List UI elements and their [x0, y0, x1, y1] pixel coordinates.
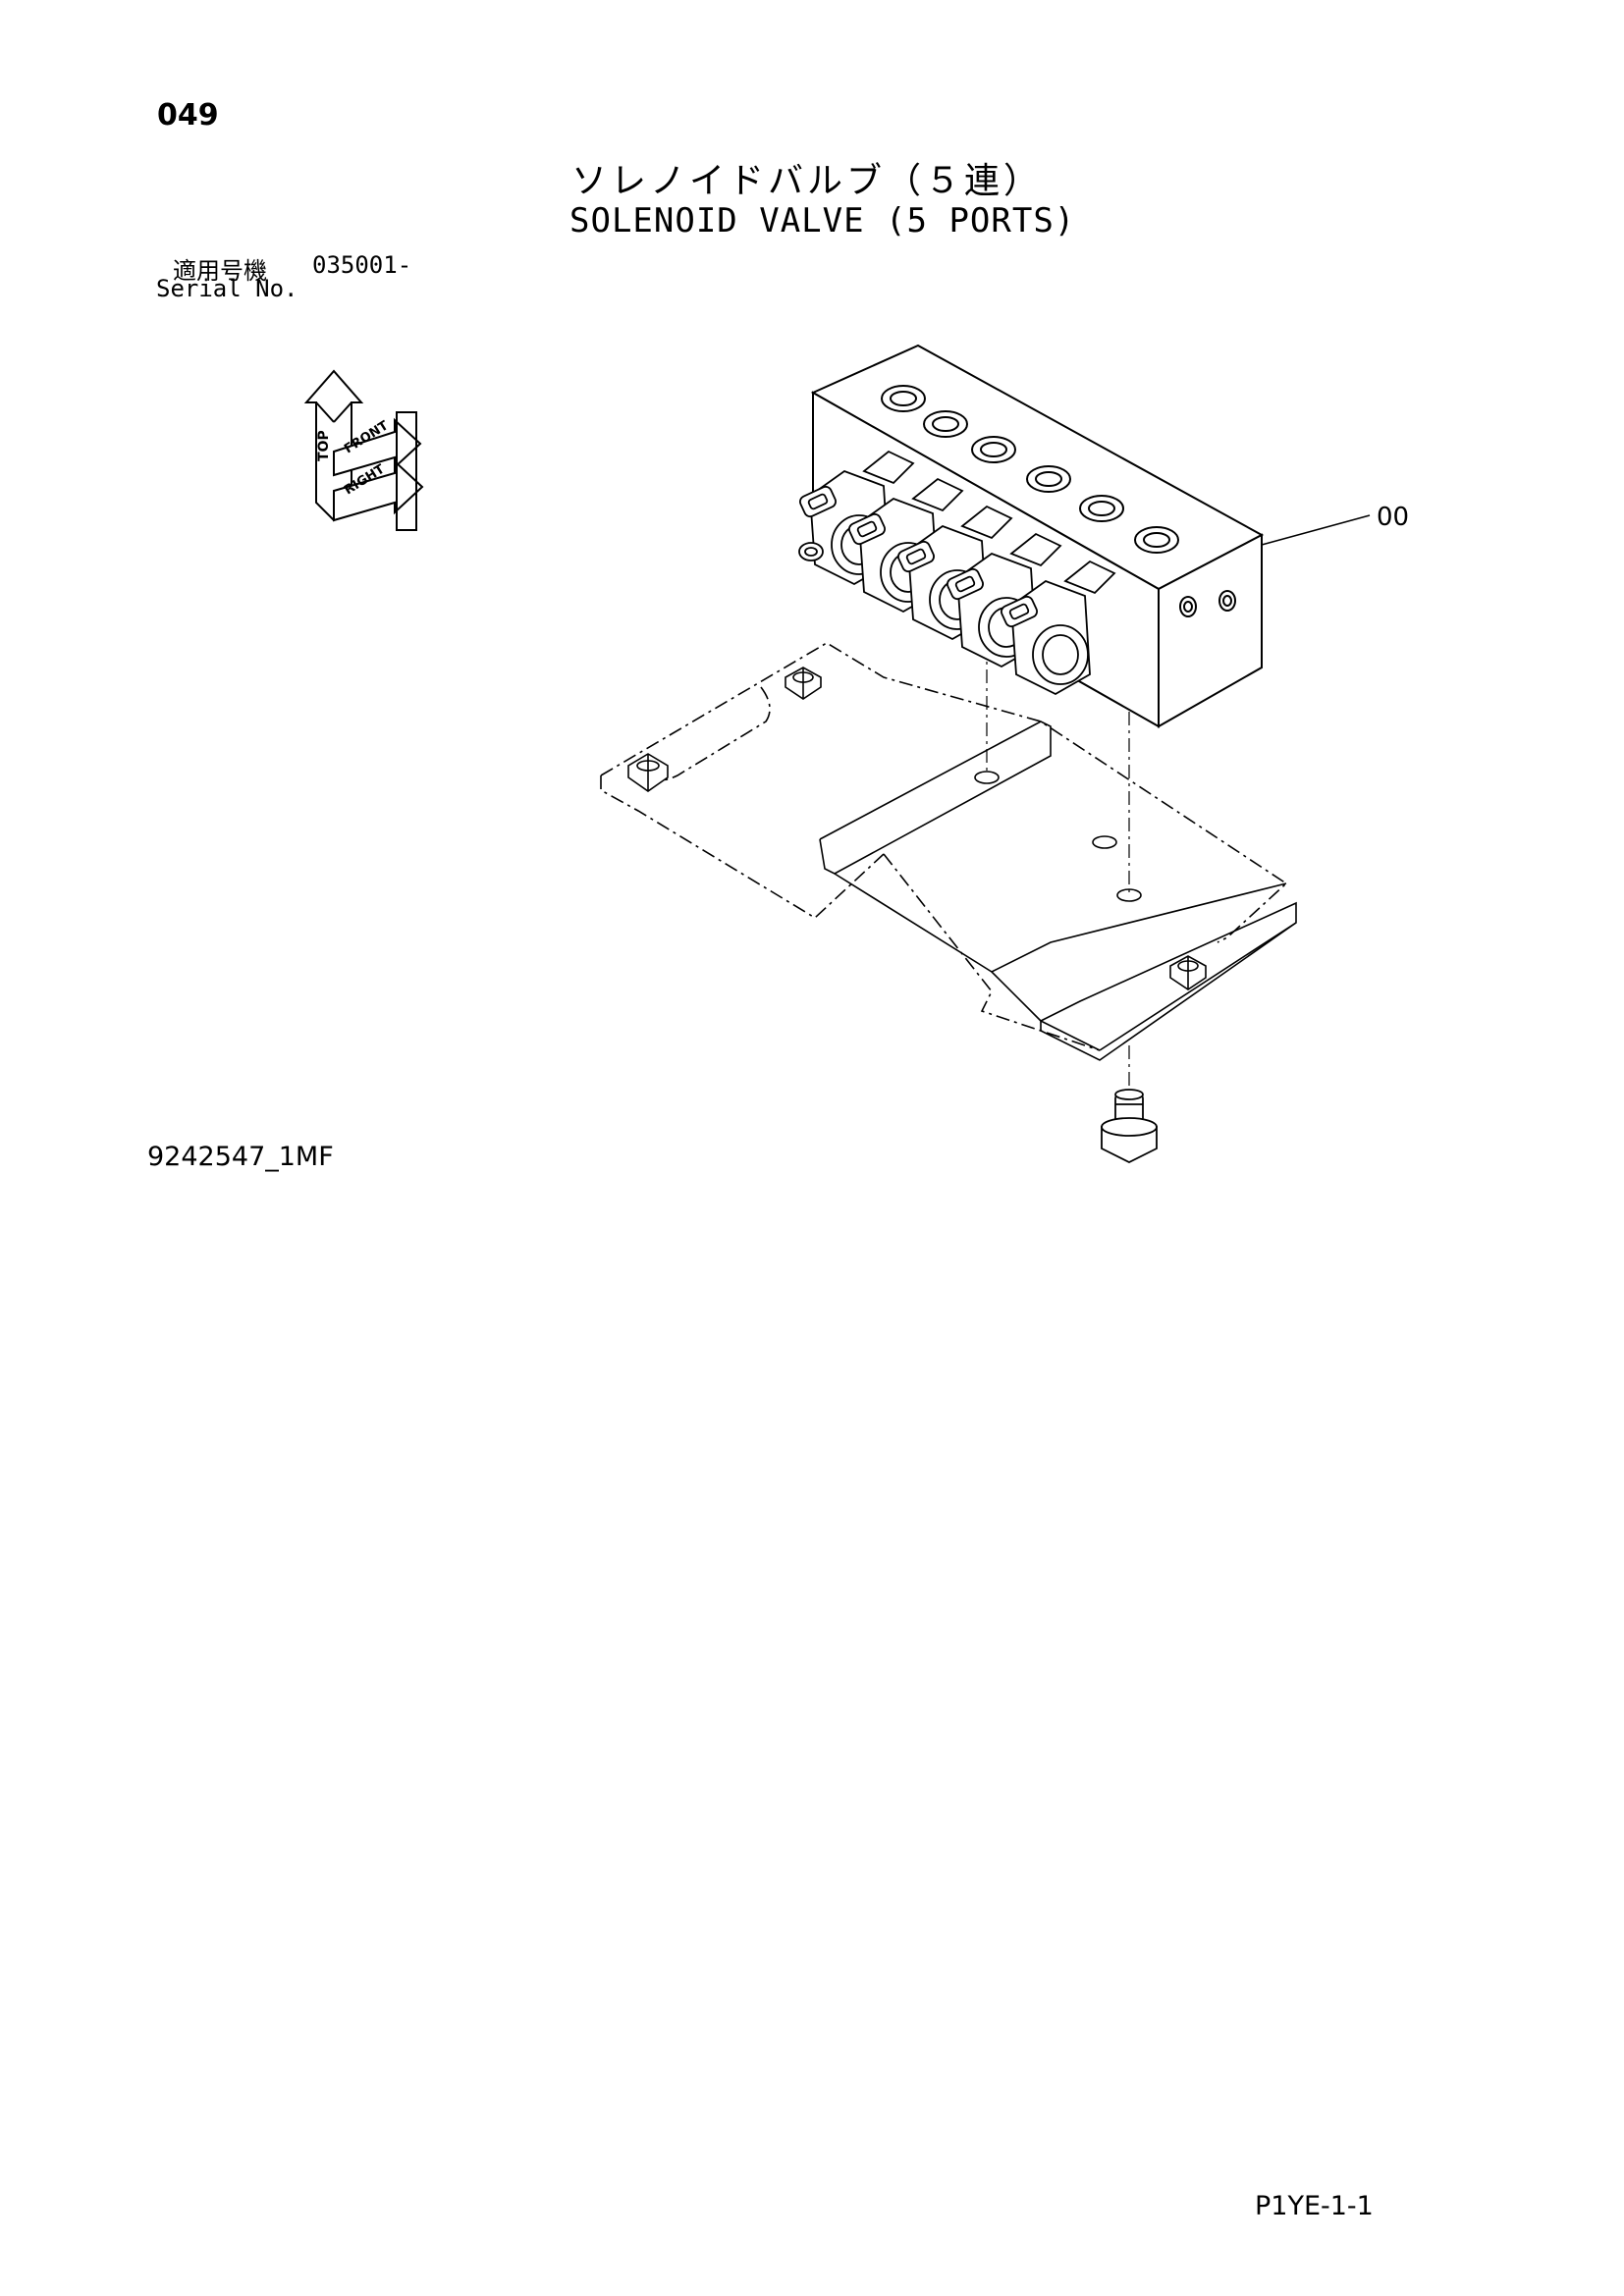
serial-label-japanese: 適用号機	[173, 257, 267, 285]
title-japanese: ソレノイドバルブ（５連）	[571, 161, 1044, 201]
serial-value: 035001-	[312, 251, 412, 279]
right-arrow-icon	[333, 458, 424, 522]
orientation-label-top: TOP	[316, 430, 332, 461]
serial-label-english: Serial No.	[156, 275, 298, 302]
drawing-code: 9242547_1MF	[147, 1142, 334, 1172]
page-number: 049	[157, 98, 219, 133]
weld-nut	[1169, 955, 1207, 990]
front-arrow-icon	[333, 417, 422, 477]
mounting-bolt	[1101, 1089, 1158, 1164]
orientation-icon: TOP FRONT RIGHT	[303, 369, 424, 531]
solenoid-valve	[1001, 560, 1116, 696]
mounting-bracket	[600, 642, 1297, 1061]
weld-nut	[627, 753, 669, 792]
sheet-code: P1YE-1-1	[1255, 2191, 1374, 2221]
alignment-lines	[986, 643, 1130, 1090]
title-english: SOLENOID VALVE (5 PORTS)	[569, 201, 1076, 240]
solenoid-valves	[798, 450, 1116, 696]
callout-label: 00	[1377, 503, 1409, 532]
callout-00: 00	[1261, 503, 1409, 546]
weld-nut	[785, 667, 822, 700]
manifold-ports	[881, 385, 1179, 554]
